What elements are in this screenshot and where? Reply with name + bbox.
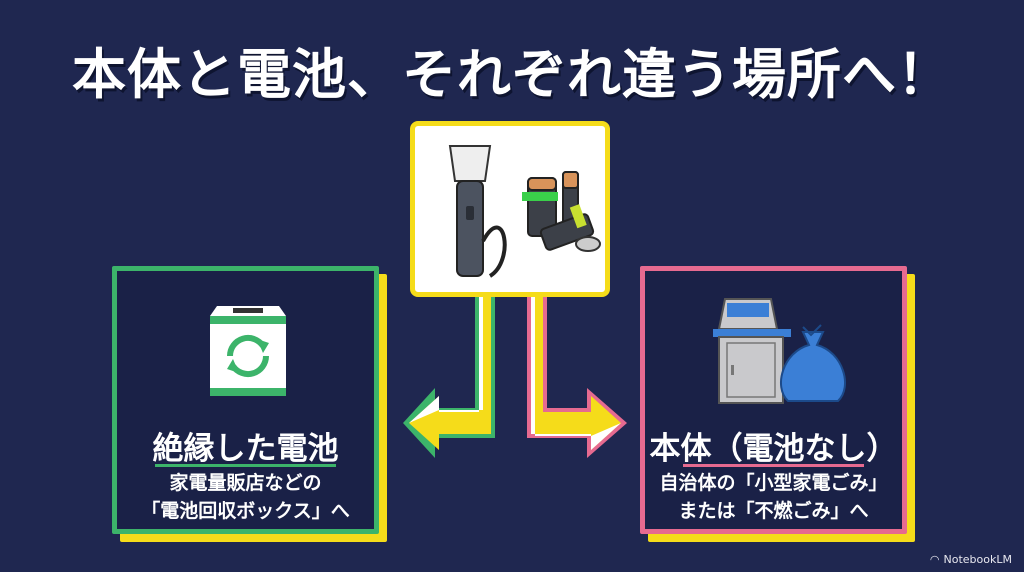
device-heading: 本体（電池なし） [649,431,898,467]
brand-footer: ◠ NotebookLM [929,553,1012,566]
notebooklm-logo-icon: ◠ [929,553,940,566]
battery-disposal-panel: 絶縁した電池 家電量販店などの 「電池回収ボックス」へ [112,266,387,542]
device-instructions: 自治体の「小型家電ごみ」 または「不燃ごみ」へ [659,472,888,522]
device-disposal-panel: 本体（電池なし） 自治体の「小型家電ごみ」 または「不燃ごみ」へ [640,266,915,542]
battery-instructions: 家電量販店などの 「電池回収ボックス」へ [141,472,350,522]
recycle-box-icon [210,306,286,396]
battery-heading: 絶縁した電池 [152,431,339,467]
split-arrows-icon [403,295,627,458]
device-box [410,121,610,297]
batteries-icon [522,171,601,252]
flashlight-icon [448,145,507,278]
divider [683,464,864,467]
trash-can-and-bag-icon [713,298,846,404]
divider [155,464,336,467]
page-title: 本体と電池、それぞれ違う場所へ！ [72,43,952,106]
